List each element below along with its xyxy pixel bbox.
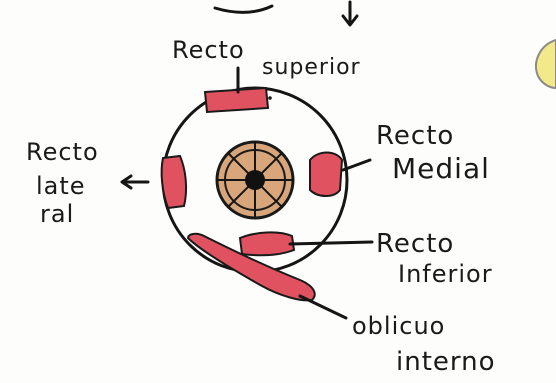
iris bbox=[217, 142, 293, 218]
inferior-rectus-muscle bbox=[240, 232, 294, 255]
label-superior-line1: Recto bbox=[172, 36, 245, 64]
label-superior-line2: superior bbox=[262, 55, 361, 80]
label-oblique-line1: oblicuo bbox=[352, 312, 445, 340]
label-medial-line1: Recto bbox=[376, 121, 454, 151]
yellow-highlight-shape bbox=[536, 40, 556, 88]
label-inferior-line2: Inferior bbox=[398, 260, 493, 288]
label-inferior-line1: Recto bbox=[376, 229, 454, 259]
pupil bbox=[245, 170, 265, 190]
label-lateral-line2: late bbox=[36, 172, 86, 200]
label-lateral-line1: Recto bbox=[26, 138, 99, 166]
label-lateral-line3: ral bbox=[40, 200, 74, 228]
down-arrow-icon bbox=[343, 2, 357, 25]
top-scribble bbox=[215, 6, 272, 12]
medial-rectus-muscle bbox=[310, 153, 342, 197]
label-oblique-line2: interno bbox=[396, 347, 496, 377]
lateral-rectus-muscle bbox=[162, 156, 186, 208]
inferior-leader-line bbox=[290, 242, 372, 244]
oblique-leader-line bbox=[300, 296, 346, 318]
lateral-arrow-icon bbox=[122, 176, 148, 188]
label-medial-line2: Medial bbox=[392, 152, 490, 185]
